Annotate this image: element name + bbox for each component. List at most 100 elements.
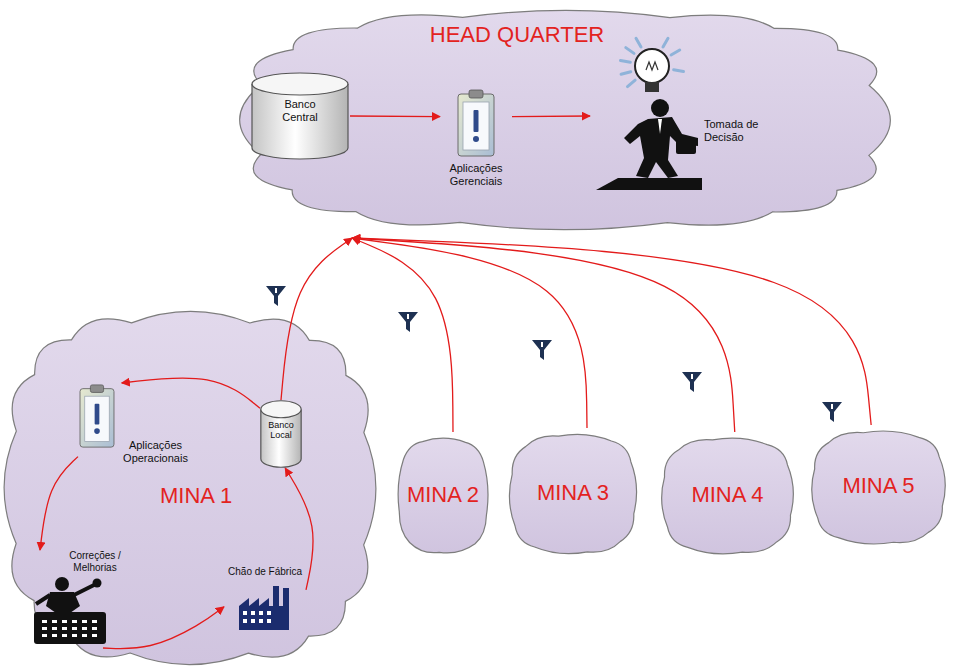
machine-key bbox=[52, 634, 57, 637]
machine-key bbox=[42, 620, 47, 623]
clipboard-paper bbox=[463, 102, 489, 150]
light-bulb bbox=[635, 49, 669, 83]
mine-cloud: MINA 4 bbox=[655, 432, 800, 560]
icon-label: Chão de Fábrica bbox=[224, 566, 306, 578]
clipboard-board bbox=[458, 94, 494, 156]
light-ray bbox=[626, 48, 634, 54]
database-node: Banco Central bbox=[250, 72, 350, 160]
shop-floor-node: Chão de Fábrica bbox=[224, 566, 306, 634]
bulb-base bbox=[645, 82, 659, 92]
region-title: HEAD QUARTER bbox=[387, 22, 647, 47]
machine-key bbox=[92, 627, 97, 630]
wrench-head bbox=[93, 579, 102, 588]
maintenance-icon bbox=[28, 576, 116, 646]
light-ray bbox=[621, 72, 631, 75]
funnel-icon bbox=[532, 340, 552, 360]
factory-windows bbox=[243, 611, 271, 623]
light-ray bbox=[671, 50, 680, 55]
flow-arrow bbox=[103, 607, 224, 649]
worker-arm bbox=[74, 585, 94, 595]
region-title: MINA 4 bbox=[655, 482, 800, 507]
cloud-outline bbox=[4, 311, 376, 664]
funnel-mark bbox=[831, 404, 833, 409]
light-ray bbox=[663, 38, 668, 47]
mine-cloud: MINA 5 bbox=[805, 425, 952, 550]
factory-window bbox=[259, 619, 263, 623]
icon-label: Banco Local bbox=[260, 420, 302, 441]
machine-keys bbox=[42, 620, 97, 637]
exclamation-bar bbox=[95, 404, 100, 425]
cylinder-top bbox=[252, 73, 348, 95]
funnel-icon bbox=[398, 312, 418, 332]
icon-label: Aplicações Gerenciais bbox=[440, 162, 512, 187]
machine-key bbox=[52, 620, 57, 623]
exclamation-bar bbox=[474, 110, 479, 132]
machine-key bbox=[92, 634, 97, 637]
flow-arrow bbox=[40, 457, 78, 550]
machine-key bbox=[62, 620, 67, 623]
platform bbox=[596, 178, 702, 190]
flow-arrow bbox=[352, 238, 587, 428]
flow-arrow bbox=[352, 238, 871, 425]
machine-key bbox=[82, 634, 87, 637]
funnel-shape bbox=[266, 286, 286, 306]
machine-key bbox=[92, 620, 97, 623]
machine-key bbox=[72, 627, 77, 630]
decision-node: Tomada de Decisão bbox=[590, 40, 770, 192]
application-node: Aplicações Gerenciais bbox=[440, 88, 512, 198]
funnel-shape bbox=[398, 312, 418, 332]
region-title: MINA 5 bbox=[805, 473, 952, 498]
factory-window bbox=[251, 619, 255, 623]
funnel-shape bbox=[682, 372, 702, 392]
funnel-icon bbox=[822, 402, 842, 422]
funnel-mark bbox=[691, 374, 693, 379]
light-rays bbox=[620, 38, 683, 86]
worker-head bbox=[55, 577, 69, 591]
machine-key bbox=[72, 634, 77, 637]
machine-key bbox=[62, 634, 67, 637]
person-body bbox=[624, 117, 698, 178]
funnel-icons bbox=[266, 286, 842, 422]
briefcase bbox=[676, 140, 696, 154]
decision-maker-icon bbox=[590, 40, 708, 192]
factory-building bbox=[239, 586, 289, 630]
clipboard-paper bbox=[85, 396, 110, 441]
clipboard-clip bbox=[90, 385, 103, 393]
flow-arrow bbox=[352, 238, 453, 432]
improvement-node: Correções / Melhorias bbox=[28, 550, 128, 648]
flow-arrow bbox=[122, 378, 260, 408]
bulb-filament bbox=[646, 62, 658, 70]
mine-cloud: MINA 1Aplicações OperacionaisBanco Local… bbox=[0, 298, 390, 671]
machine-key bbox=[82, 620, 87, 623]
flow-arrow bbox=[350, 115, 440, 117]
machine-body bbox=[34, 612, 106, 644]
icon-label: Banco Central bbox=[268, 98, 332, 123]
funnel-shape bbox=[532, 340, 552, 360]
factory-window bbox=[267, 611, 271, 615]
flow-arrow bbox=[281, 238, 352, 400]
funnel-mark bbox=[541, 342, 543, 347]
clipboard-clip bbox=[469, 90, 483, 98]
machine-key bbox=[62, 627, 67, 630]
worker-arm bbox=[36, 595, 50, 604]
flow-arrow bbox=[352, 238, 735, 432]
factory-icon bbox=[239, 584, 291, 630]
factory-window bbox=[267, 619, 271, 623]
light-ray bbox=[627, 80, 635, 86]
light-ray bbox=[674, 70, 684, 72]
icon-label: Aplicações Operacionais bbox=[108, 439, 203, 464]
machine-key bbox=[42, 634, 47, 637]
icon-label: Correções / Melhorias bbox=[62, 550, 128, 573]
funnel-icon bbox=[682, 372, 702, 392]
person-head bbox=[651, 99, 669, 117]
exclamation-dot bbox=[94, 428, 100, 434]
flow-arrow bbox=[512, 115, 590, 117]
light-ray bbox=[636, 38, 641, 47]
icon-label: Tomada de Decisão bbox=[704, 118, 768, 143]
clipboard-icon bbox=[78, 383, 116, 449]
factory-window bbox=[259, 611, 263, 615]
machine-key bbox=[72, 620, 77, 623]
factory-window bbox=[251, 611, 255, 615]
